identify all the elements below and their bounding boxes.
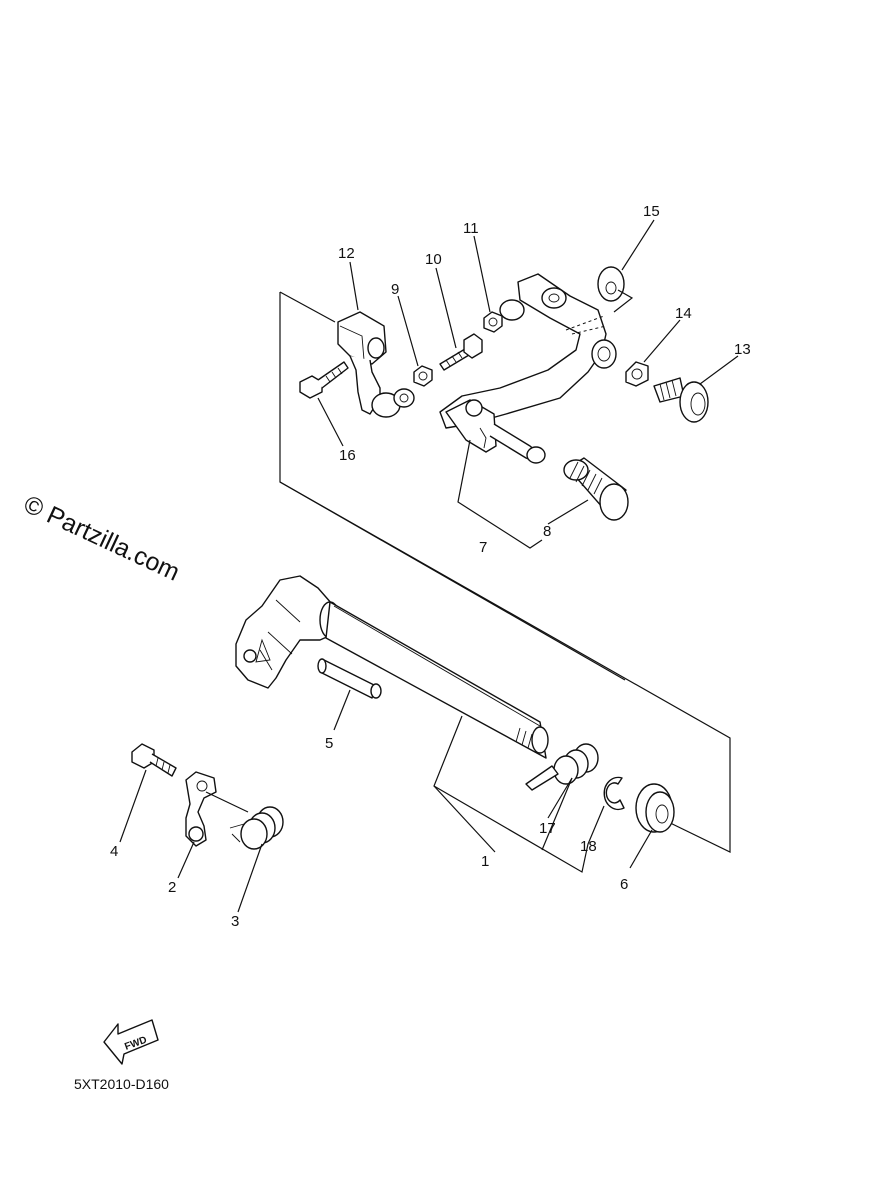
part-1-shift-shaft <box>235 575 549 759</box>
assembly-frame-lines <box>279 291 731 853</box>
callout-17: 17 <box>539 820 556 837</box>
callout-labels: 1 2 3 4 5 6 7 8 9 10 11 12 13 14 15 16 1… <box>110 203 751 930</box>
part-15-washer <box>597 266 634 313</box>
part-17-spring <box>525 743 599 791</box>
watermark-text: © Partzilla.com <box>19 490 184 587</box>
callout-13: 13 <box>734 341 751 358</box>
part-4-bolt <box>131 743 177 777</box>
callout-3: 3 <box>231 913 239 930</box>
callout-18: 18 <box>580 838 597 855</box>
part-14-circlip <box>625 361 649 387</box>
leader-lines <box>119 219 739 913</box>
callout-6: 6 <box>620 876 628 893</box>
part-10-bolt <box>439 333 483 371</box>
part-8-pedal-rubber <box>563 457 629 521</box>
callout-8: 8 <box>543 523 551 540</box>
fwd-arrow-icon: FWD <box>103 1019 159 1065</box>
callout-7: 7 <box>479 539 487 556</box>
part-5-pin <box>317 658 382 699</box>
callout-10: 10 <box>425 251 442 268</box>
part-9-nut <box>413 365 433 387</box>
callout-2: 2 <box>168 879 176 896</box>
part-16-bolt <box>299 361 349 399</box>
part-7-shift-pedal <box>439 273 617 464</box>
part-13-pivot-bolt <box>653 377 709 423</box>
callout-14: 14 <box>675 305 692 322</box>
part-6-oil-seal <box>635 783 675 833</box>
callout-1: 1 <box>481 853 489 870</box>
callout-16: 16 <box>339 447 356 464</box>
callout-4: 4 <box>110 843 118 860</box>
callout-15: 15 <box>643 203 660 220</box>
callout-9: 9 <box>391 281 399 298</box>
part-2-stopper-lever <box>185 771 217 847</box>
part-12-rod-clevis <box>337 311 415 418</box>
callout-5: 5 <box>325 735 333 752</box>
diagram-code: 5XT2010-D160 <box>74 1076 169 1092</box>
callout-12: 12 <box>338 245 355 262</box>
callout-11: 11 <box>463 220 479 237</box>
part-3-spring <box>229 806 284 850</box>
part-11-nut <box>483 311 503 333</box>
part-18-circlip <box>603 776 625 811</box>
